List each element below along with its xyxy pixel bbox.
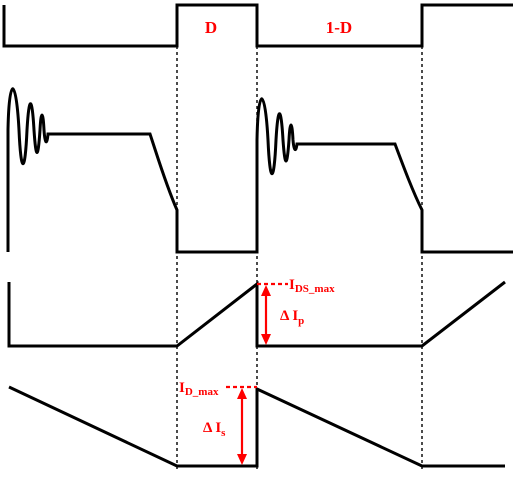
ids-max-sub: DS_max [295,283,335,295]
delta-ip-main: Δ I [280,308,298,324]
ids-max-main: I [289,277,295,293]
drain-voltage-waveform [6,87,513,254]
delta-ip-label: Δ Ip [280,308,304,327]
delta-is-arrow-down-head [237,454,247,465]
delta-ip-arrow-up-head [261,285,271,296]
timing-guides [176,46,423,470]
delta-ip-arrow-down-head [261,334,271,345]
delta-is-arrow-up-head [237,388,247,399]
ids-max-annotation: IDS_max Δ Ip [257,277,335,345]
delta-ip-sub: p [298,315,304,327]
duty-off-label: 1-D [326,18,352,37]
gate-drive-waveform [2,3,513,48]
delta-is-label: Δ Is [203,420,226,439]
id-max-label: ID_max [179,380,219,398]
primary-current-waveform [7,280,506,348]
id-max-main: I [179,380,185,396]
ids-max-label: IDS_max [289,277,335,295]
delta-is-sub: s [221,427,226,439]
id-max-sub: D_max [185,386,219,398]
id-max-annotation: ID_max Δ Is [179,380,257,465]
duty-on-label: D [205,18,217,37]
delta-is-main: Δ I [203,420,221,436]
secondary-current-waveform [8,385,505,468]
